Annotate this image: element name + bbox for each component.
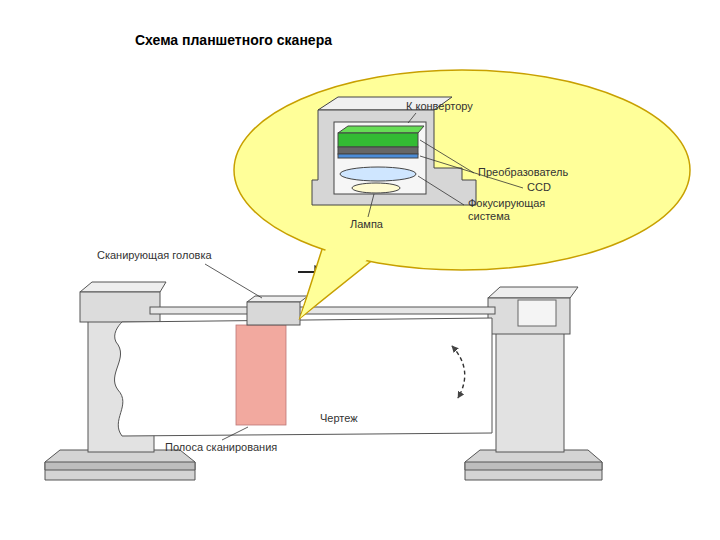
part-label: Лампа xyxy=(350,218,383,231)
head-section xyxy=(312,97,476,205)
control-screen xyxy=(518,300,556,326)
part-label: Сканирующая головка xyxy=(97,249,212,262)
scan-strip xyxy=(236,325,286,425)
callout-bubble xyxy=(234,70,690,270)
feed-arrow xyxy=(452,346,465,398)
part-label: Фокусирующая система xyxy=(468,197,580,223)
leader-lines xyxy=(205,113,523,440)
part-label: Чертеж xyxy=(320,412,358,425)
drawing-sheet xyxy=(115,318,492,436)
title: Схема планшетного сканера xyxy=(135,32,332,48)
part-label: Преобразователь xyxy=(478,166,568,179)
part-label: CCD xyxy=(527,181,551,194)
part-label: Полоса сканирования xyxy=(165,441,277,454)
part-label: К конвертору xyxy=(406,100,473,113)
guide-rod xyxy=(150,307,495,314)
scan-head xyxy=(247,296,308,325)
